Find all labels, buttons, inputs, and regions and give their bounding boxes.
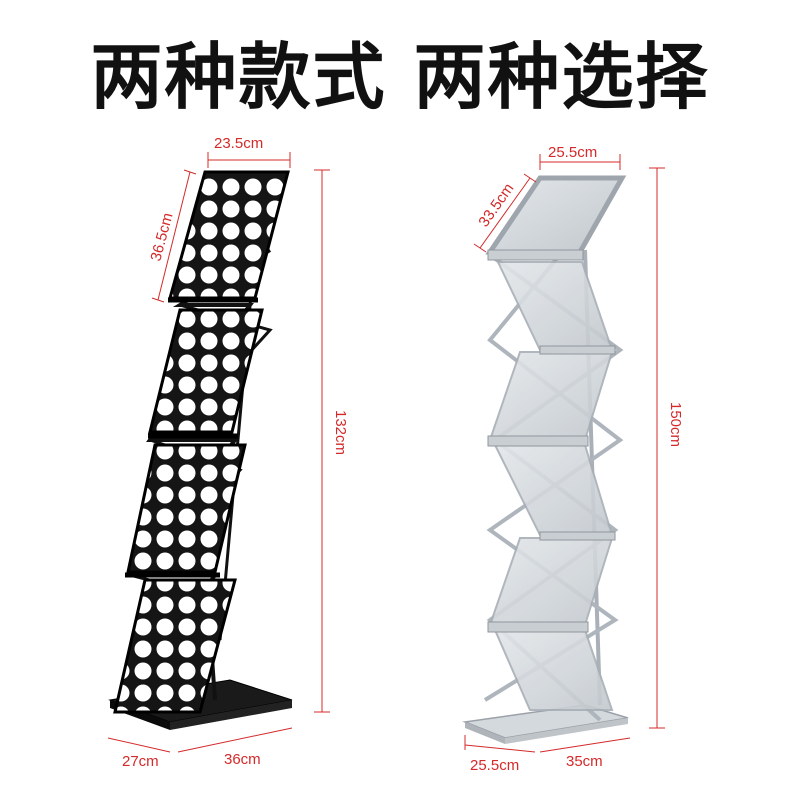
black-width-label: 23.5cm xyxy=(214,135,263,152)
black-brochure-rack xyxy=(108,170,293,730)
black-base-width-label: 36cm xyxy=(224,751,261,768)
silver-width-label: 25.5cm xyxy=(548,144,597,161)
black-rack-dimensions xyxy=(107,152,330,753)
silver-height-label: 150cm xyxy=(667,402,684,447)
black-pocket-height-label: 36.5cm xyxy=(147,211,176,263)
silver-rack-dimensions xyxy=(464,154,665,753)
headline: 两种款式 两种选择 xyxy=(90,35,710,119)
black-base-depth-label: 27cm xyxy=(122,753,159,770)
silver-base-depth-label: 25.5cm xyxy=(470,757,519,774)
black-height-label: 132cm xyxy=(332,410,349,455)
silver-brochure-rack xyxy=(462,175,629,744)
silver-base-width-label: 35cm xyxy=(566,753,603,770)
